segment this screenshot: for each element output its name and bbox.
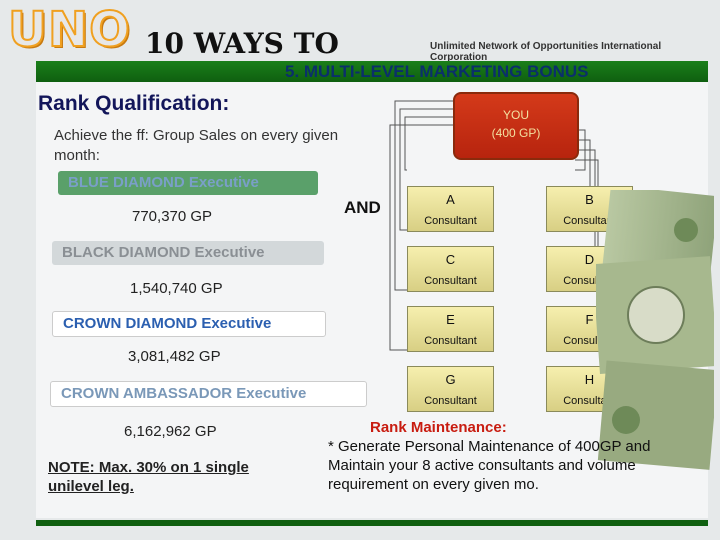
consultant-g: G Consultant xyxy=(407,366,494,412)
you-label: YOU xyxy=(502,108,529,122)
you-gp: (400 GP) xyxy=(491,126,541,140)
consultant-role: Consultant xyxy=(424,395,477,407)
consultant-role: Consultant xyxy=(424,335,477,347)
consultant-role: Consultant xyxy=(563,395,616,407)
consultant-letter: D xyxy=(584,252,595,267)
header-banner xyxy=(36,61,708,82)
consultant-role: Consultant xyxy=(424,215,477,227)
consultant-letter: E xyxy=(446,312,455,327)
consultant-letter: B xyxy=(585,192,594,207)
consultant-role: Consultant xyxy=(563,215,616,227)
and-label: AND xyxy=(344,198,381,217)
rank-blue-diamond: BLUE DIAMOND Executive xyxy=(58,171,318,195)
consultant-letter: G xyxy=(445,372,456,387)
consultant-e: E Consultant xyxy=(407,306,494,352)
consultant-c: C Consultant xyxy=(407,246,494,292)
consultant-a: A Consultant xyxy=(407,186,494,232)
rank-crown-diamond: CROWN DIAMOND Executive xyxy=(52,311,326,337)
rank-black-diamond: BLACK DIAMOND Executive xyxy=(52,241,324,265)
footer-bar xyxy=(36,520,708,526)
consultant-letter: C xyxy=(445,252,456,267)
consultant-letter: A xyxy=(446,192,455,207)
consultant-role: Consultant xyxy=(424,275,477,287)
rank-intro-text: Achieve the ff: Group Sales on every giv… xyxy=(54,127,339,164)
rank-crown-ambassador-gp: 6,162,962 GP xyxy=(124,423,217,440)
consultant-letter: H xyxy=(584,372,595,387)
you-box: YOU (400 GP) xyxy=(453,92,579,160)
rank-blue-diamond-gp: 770,370 GP xyxy=(132,208,213,225)
max-leg-note: NOTE: Max. 30% on 1 single unilevel leg. xyxy=(48,459,249,495)
rank-maintenance-title: Rank Maintenance: xyxy=(370,419,507,436)
rank-crown-ambassador: CROWN AMBASSADOR Executive xyxy=(50,381,367,407)
section-title: 5. MULTI-LEVEL MARKETING BONUS xyxy=(285,62,589,81)
rank-qualification-heading: Rank Qualification: xyxy=(38,92,230,115)
uno-logo: UNO xyxy=(7,1,131,59)
consultant-letter: F xyxy=(585,312,594,327)
rank-maintenance: Rank Maintenance: * Generate Personal Ma… xyxy=(328,418,708,494)
rank-black-diamond-gp: 1,540,740 GP xyxy=(130,280,223,297)
money-banknotes-image xyxy=(596,190,714,470)
rank-crown-diamond-gp: 3,081,482 GP xyxy=(128,348,221,365)
corporation-name: Unlimited Network of Opportunities Inter… xyxy=(430,41,662,63)
rank-maintenance-text: * Generate Personal Maintenance of 400GP… xyxy=(328,438,651,493)
